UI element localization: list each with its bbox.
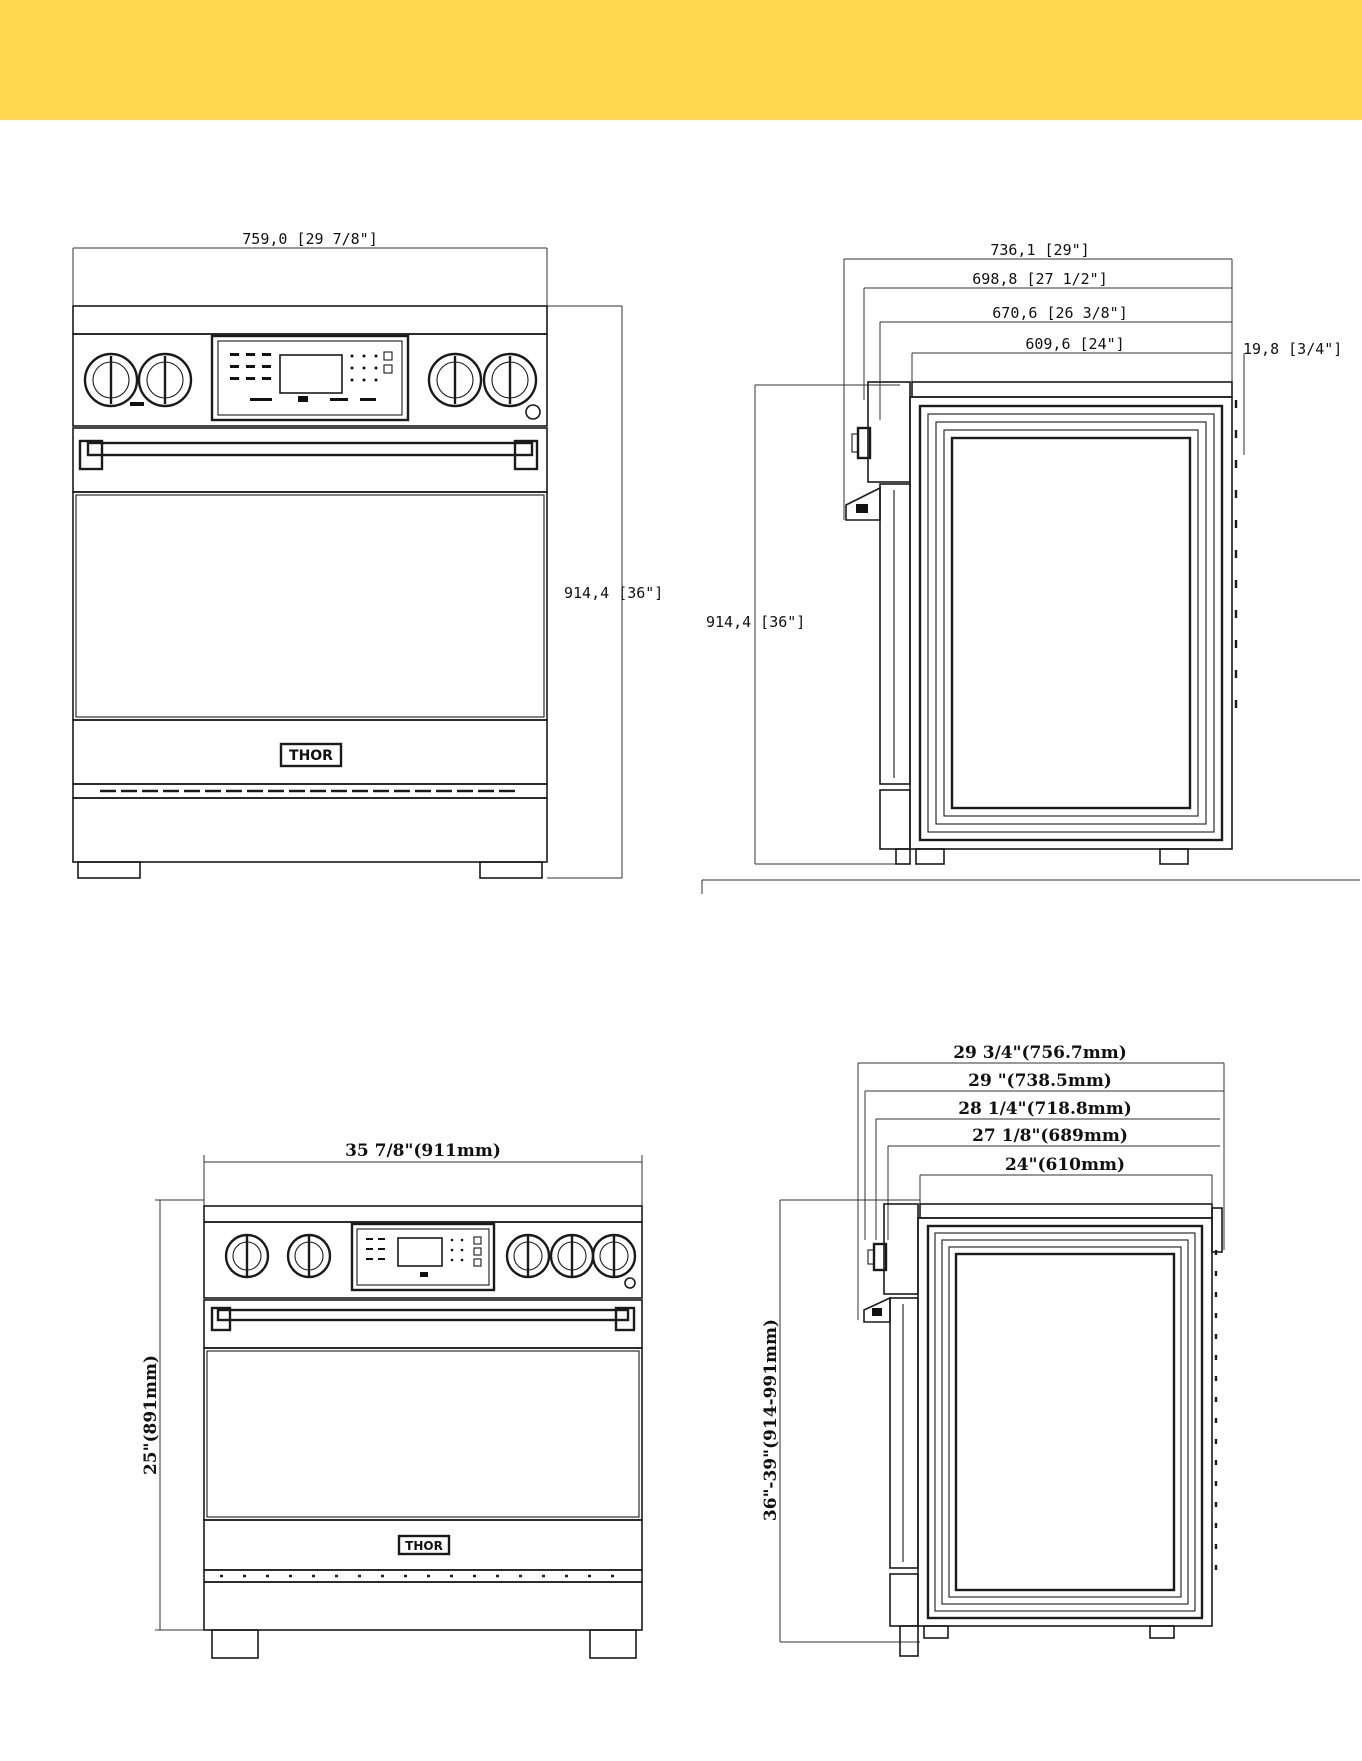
side2-depth-4: 27 1/8"(689mm)	[972, 1126, 1128, 1146]
side2-depth-3: 28 1/4"(718.8mm)	[958, 1099, 1132, 1119]
side2-depth-5: 24"(610mm)	[1005, 1155, 1125, 1175]
side2-depth-2: 29 "(738.5mm)	[968, 1071, 1112, 1091]
side2-height-label: 36"-39"(914-991mm)	[761, 1319, 781, 1521]
side2-depth-1: 29 3/4"(756.7mm)	[953, 1043, 1127, 1063]
